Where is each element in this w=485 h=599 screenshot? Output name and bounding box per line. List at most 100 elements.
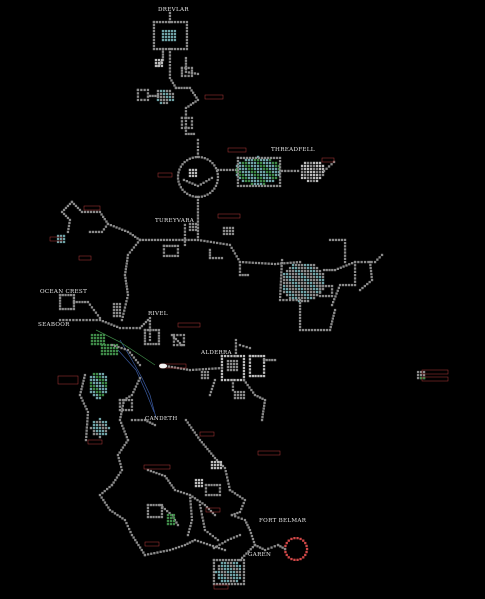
map-room (194, 100, 197, 103)
map-room (261, 547, 264, 550)
map-room (315, 170, 319, 174)
map-room (285, 298, 288, 302)
map-room (227, 378, 230, 382)
map-room (93, 333, 97, 337)
map-room (193, 431, 196, 434)
map-room (156, 98, 160, 102)
map-room (248, 368, 252, 371)
map-room (312, 281, 316, 285)
map-room (244, 381, 247, 384)
map-room (143, 331, 147, 334)
map-room (318, 161, 322, 165)
map-room (291, 293, 295, 297)
map-room (370, 272, 373, 276)
map-room (238, 576, 242, 580)
map-rooms[interactable] (56, 11, 426, 586)
map-room (416, 370, 420, 374)
map-room (112, 302, 116, 306)
map-room (117, 345, 120, 349)
map-room (238, 273, 242, 277)
map-room (146, 318, 150, 322)
map-room (184, 59, 188, 62)
map-room (142, 322, 146, 326)
area-marker (321, 157, 335, 163)
map-room (242, 570, 246, 574)
map-room (229, 567, 233, 571)
map-room (86, 210, 90, 214)
map-room (260, 184, 264, 188)
map-room (104, 429, 108, 433)
map-room (187, 105, 190, 108)
map-room (256, 161, 260, 165)
map-room (318, 269, 322, 273)
map-room (130, 408, 134, 412)
map-room (181, 163, 184, 166)
map-room (92, 423, 96, 427)
map-room (134, 235, 137, 238)
map-room (329, 326, 332, 329)
map-room (96, 314, 100, 317)
map-room (118, 305, 122, 309)
map-room (124, 279, 127, 282)
map-room (282, 281, 286, 285)
map-room (298, 313, 302, 317)
map-room (148, 335, 152, 338)
map-room (108, 485, 111, 489)
map-room (253, 170, 257, 174)
map-room (181, 188, 184, 191)
map-room (185, 35, 189, 39)
map-room (162, 92, 166, 96)
map-room (191, 428, 195, 432)
map-room (300, 263, 304, 267)
map-room (265, 167, 269, 171)
map-room (234, 351, 238, 354)
map-room (256, 167, 260, 171)
map-room (148, 338, 152, 342)
map-room (315, 164, 319, 168)
map-room (125, 262, 128, 265)
map-room (184, 126, 187, 130)
map-room (115, 349, 119, 353)
map-room (309, 161, 313, 165)
map-room (194, 168, 198, 172)
map-room (95, 426, 99, 430)
map-room (224, 378, 227, 382)
map-room (176, 333, 179, 337)
map-room (285, 275, 289, 279)
map-room (214, 256, 218, 260)
map-room (200, 156, 203, 159)
map-room (252, 391, 255, 394)
map-room (309, 176, 313, 180)
map-room (146, 503, 150, 507)
map-room (246, 523, 249, 527)
map-room (183, 160, 186, 164)
map-room (235, 573, 239, 577)
map-room (210, 387, 214, 391)
map-room (242, 576, 246, 580)
map-room (264, 262, 267, 265)
map-room (419, 370, 423, 374)
map-room (244, 179, 248, 183)
map-room (274, 170, 278, 174)
map-room (303, 269, 307, 273)
map-room (340, 238, 344, 242)
map-room (353, 260, 357, 264)
map-room (185, 41, 189, 45)
map-room (214, 570, 218, 574)
map-room (245, 184, 249, 188)
map-room (188, 225, 192, 229)
map-room (262, 161, 266, 165)
map-room (120, 318, 124, 322)
map-room (336, 267, 339, 270)
map-room (289, 261, 292, 264)
map-room (193, 72, 197, 75)
map-room (232, 362, 236, 366)
map-room (223, 573, 227, 577)
map-room (300, 284, 304, 288)
map-room (242, 360, 246, 364)
map-room (184, 70, 188, 74)
map-room (280, 265, 283, 268)
map-room (179, 186, 182, 189)
map-room (159, 95, 163, 99)
map-room (155, 342, 158, 346)
